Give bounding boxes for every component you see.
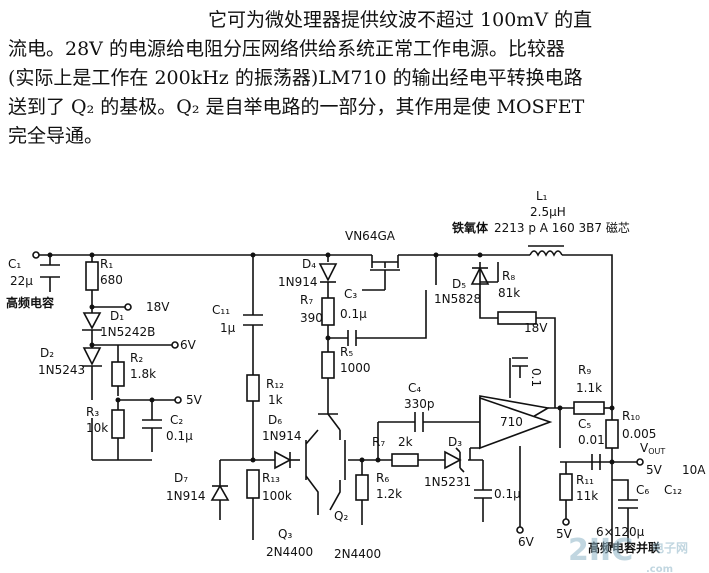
label-l1-value: 2.5μH [530,205,566,219]
label-mosfet: VN64GA [345,229,396,243]
description-paragraph: 它可为微处理器提供纹波不超过 100mV 的直 流电。28V 的电源给电阻分压网… [8,6,698,151]
label-r6-value: 1.2k [376,487,402,501]
label-c3: C₃ [344,287,357,301]
label-r3-value: 10k [86,421,108,435]
label-r6: R₆ [376,471,389,485]
label-d7: D₇ [174,471,188,485]
label-18v-b: 18V [524,321,548,335]
label-r8: R₈ [502,269,515,283]
label-c1: C₁ [8,257,21,271]
label-vout-5v: 5V [646,463,663,477]
label-q2: Q₂ [334,509,348,523]
label-r8-value: 81k [498,286,520,300]
label-r7b: R₇ [372,435,385,449]
label-cap-vertical: 0.1 [529,368,543,387]
label-6v-b: 6V [518,535,535,549]
watermark: 2IIC .com 电子网 [568,533,688,573]
label-d3: D₃ [448,435,462,449]
label-r5-value: 1000 [340,361,371,375]
label-5v-b: 5V [556,527,573,541]
label-r1-value: 680 [100,273,123,287]
label-r7: R₇ [300,293,313,307]
label-c11-value: 1μ [220,321,236,335]
label-r11: R₁₁ [576,473,594,487]
label-d4: D₄ [302,257,316,271]
label-q3-value: 2N4400 [266,545,313,559]
label-vout-10a: 10A [682,463,706,477]
para-line-3: (实际上是工作在 200kHz 的振荡器)LM710 的输出经电平转换电路 [8,67,583,89]
label-c2-value: 0.1μ [166,429,193,443]
label-r13-value: 100k [262,489,292,503]
label-6v-a: 6V [180,338,197,352]
label-d1-value: 1N5242B [100,325,155,339]
para-line-1: 它可为微处理器提供纹波不超过 100mV 的直 [208,9,593,31]
para-line-4: 送到了 Q₂ 的基极。Q₂ 是自举电路的一部分，其作用是使 MOSFET [8,96,585,118]
label-l1: L₁ [536,189,548,203]
label-d3-value: 1N5231 [424,475,471,489]
label-d2: D₂ [40,346,54,360]
label-r9: R₉ [578,363,591,377]
label-r13: R₁₃ [262,471,280,485]
para-line-2: 流电。28V 的电源给电阻分压网络供给系统正常工作电源。比较器 [8,38,565,60]
label-c4-value: 330p [404,397,435,411]
label-c1-value: 22μ [10,274,33,288]
label-r5: R₅ [340,345,353,359]
label-vout: VOUT [640,441,665,456]
label-q3: Q₃ [278,527,292,541]
label-d2-value: 1N5243 [38,363,85,377]
label-r2: R₂ [130,351,143,365]
label-c3-value: 0.1μ [340,307,367,321]
label-c5: C₅ [578,417,591,431]
label-r9-value: 1.1k [576,381,602,395]
label-18v-a: 18V [146,300,170,314]
label-l1-note: 铁氧体 [452,220,489,235]
label-cap-0p1: 0.1μ [494,487,521,501]
label-c5-value: 0.01 [578,433,605,447]
watermark-com: .com [646,564,673,573]
components [32,245,644,534]
label-c1-note: 高频电容 [6,295,54,310]
label-r12-value: 1k [268,393,283,407]
label-d5-value: 1N5828 [434,292,481,306]
label-c4: C₄ [408,381,421,395]
label-d6-value: 1N914 [262,429,302,443]
para-line-5: 完全导通。 [8,125,104,147]
label-q2-value: 2N4400 [334,547,381,561]
label-r11-value: 11k [576,489,598,503]
wiring [36,254,640,548]
label-d5: D₅ [452,277,466,291]
label-d7-value: 1N914 [166,489,206,503]
label-c12: C₁₂ [664,483,682,497]
label-r10: R₁₀ [622,409,640,423]
label-r7b-value: 2k [398,435,413,449]
label-l1-core: 2213 p A 160 3B7 磁芯 [494,220,630,235]
label-r7-value: 390 [300,311,323,325]
component-labels: C₁ 22μ 高频电容 R₁ 680 D₁ 1N5242B 18V D₂ 1N5… [6,189,706,561]
label-r10-value: 0.005 [622,427,656,441]
label-r1: R₁ [100,257,113,271]
label-r12: R₁₂ [266,377,284,391]
label-d4-value: 1N914 [278,275,318,289]
label-c6-note: 高频电容并联 [588,540,660,555]
label-5v-a: 5V [186,393,203,407]
label-c11: C₁₁ [212,303,230,317]
label-d6: D₆ [268,413,282,427]
label-r2-value: 1.8k [130,367,156,381]
label-d1: D₁ [110,309,124,323]
label-opamp: 710 [500,415,523,429]
label-c2: C₂ [170,413,183,427]
label-c6: C₆ [636,483,649,497]
watermark-main: 2IIC [568,533,633,568]
watermark-cn: 电子网 [652,540,688,555]
label-c6-value: 6×120μ [596,525,645,539]
label-r3: R₃ [86,405,99,419]
